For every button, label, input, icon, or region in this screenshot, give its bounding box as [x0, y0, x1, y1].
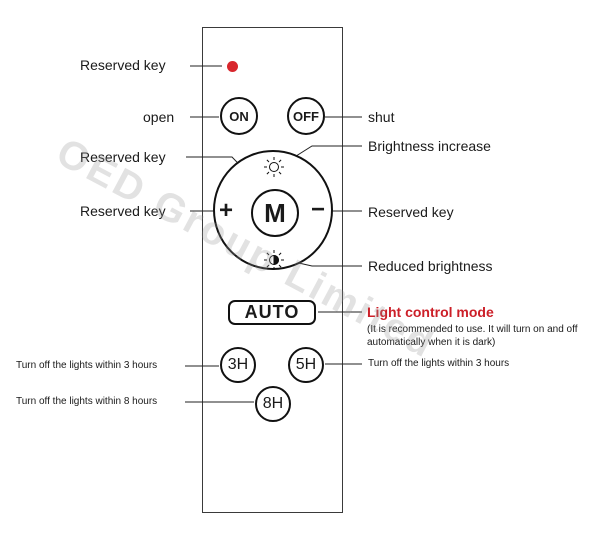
reserved-key-minus-label: Reserved key — [368, 204, 454, 220]
timer-3h-button[interactable]: 3H — [220, 347, 256, 383]
timer-5h-button[interactable]: 5H — [288, 347, 324, 383]
light-control-mode-label: Light control mode — [367, 304, 494, 320]
reduced-brightness-label: Reduced brightness — [368, 258, 493, 274]
open-label: open — [143, 109, 175, 125]
m-button[interactable]: M — [251, 189, 299, 237]
on-button[interactable]: ON — [220, 97, 258, 135]
timer-8h-label: Turn off the lights within 8 hours — [16, 396, 158, 407]
sun-icon[interactable] — [263, 156, 285, 178]
shut-label: shut — [368, 109, 395, 125]
reserved-key-m-label: Reserved key — [80, 149, 166, 165]
timer-3h-label: Turn off the lights within 3 hours — [16, 360, 158, 371]
auto-button[interactable]: AUTO — [228, 300, 316, 325]
minus-button[interactable]: − — [311, 196, 326, 223]
reserved-key-plus-label: Reserved key — [80, 203, 166, 219]
reserved-key-top-label: Reserved key — [80, 57, 166, 73]
plus-button[interactable]: + — [219, 197, 234, 224]
half-sun-icon[interactable] — [263, 249, 285, 271]
red-dot-icon[interactable] — [227, 61, 238, 72]
brightness-increase-label: Brightness increase — [368, 138, 491, 154]
timer-5h-label: Turn off the lights within 3 hours — [368, 358, 510, 369]
off-button[interactable]: OFF — [287, 97, 325, 135]
auto-note: (It is recommended to use. It will turn … — [367, 324, 578, 348]
timer-8h-button[interactable]: 8H — [255, 386, 291, 422]
